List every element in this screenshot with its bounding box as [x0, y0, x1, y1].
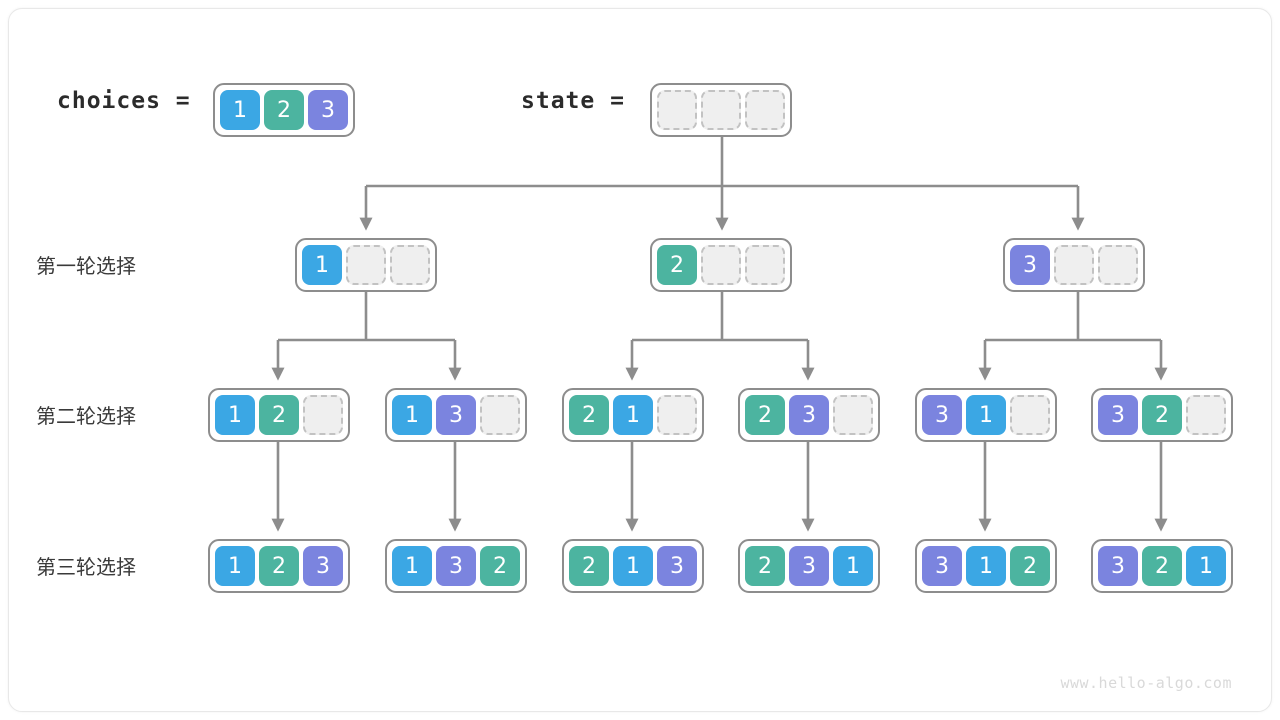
- round2-node4-cell-3: [833, 395, 873, 435]
- round2-node3-cell-1: 2: [569, 395, 609, 435]
- row-label-round-3: 第三轮选择: [36, 555, 136, 579]
- round3-node1-cell-1: 1: [215, 546, 255, 586]
- round3-node6-cell-2: 2: [1142, 546, 1182, 586]
- round3-node5-cell-1: 3: [922, 546, 962, 586]
- choices-cell-1: 1: [220, 90, 260, 130]
- round2-node6-cell-2: 2: [1142, 395, 1182, 435]
- choices-cell-2: 2: [264, 90, 304, 130]
- round3-node2-cell-1: 1: [392, 546, 432, 586]
- round2-node1-cell-1: 1: [215, 395, 255, 435]
- round3-node4-cell-3: 1: [833, 546, 873, 586]
- state-cell-3: [745, 90, 785, 130]
- round2-node6-cell-3: [1186, 395, 1226, 435]
- round2-node2-cell-3: [480, 395, 520, 435]
- round3-node1-cell-2: 2: [259, 546, 299, 586]
- round2-node3-cell-3: [657, 395, 697, 435]
- round1-node-1: 1: [295, 238, 437, 292]
- round3-node6-cell-3: 1: [1186, 546, 1226, 586]
- diagram-card: [8, 8, 1272, 712]
- round1-node1-cell-3: [390, 245, 430, 285]
- choices-cell-3: 3: [308, 90, 348, 130]
- row-label-round-1: 第一轮选择: [36, 254, 136, 278]
- round2-node2-cell-1: 1: [392, 395, 432, 435]
- state-array: [650, 83, 792, 137]
- round3-node5-cell-3: 2: [1010, 546, 1050, 586]
- round2-node1-cell-2: 2: [259, 395, 299, 435]
- round3-node4-cell-2: 3: [789, 546, 829, 586]
- round1-node2-cell-1: 2: [657, 245, 697, 285]
- round1-node1-cell-2: [346, 245, 386, 285]
- round3-node3-cell-1: 2: [569, 546, 609, 586]
- round2-node3-cell-2: 1: [613, 395, 653, 435]
- round3-node3-cell-2: 1: [613, 546, 653, 586]
- round1-node3-cell-3: [1098, 245, 1138, 285]
- round2-node5-cell-3: [1010, 395, 1050, 435]
- row-label-round-2: 第二轮选择: [36, 404, 136, 428]
- round3-node1-cell-3: 3: [303, 546, 343, 586]
- round1-node2-cell-2: [701, 245, 741, 285]
- round2-node5-cell-2: 1: [966, 395, 1006, 435]
- state-label: state =: [521, 88, 625, 114]
- round1-node3-cell-1: 3: [1010, 245, 1050, 285]
- round3-node5-cell-2: 1: [966, 546, 1006, 586]
- watermark: www.hello-algo.com: [1060, 674, 1232, 692]
- round2-node4-cell-1: 2: [745, 395, 785, 435]
- state-cell-2: [701, 90, 741, 130]
- choices-label: choices =: [57, 88, 191, 114]
- round1-node-3: 3: [1003, 238, 1145, 292]
- round3-node6-cell-1: 3: [1098, 546, 1138, 586]
- state-cell-1: [657, 90, 697, 130]
- round2-node4-cell-2: 3: [789, 395, 829, 435]
- round2-node1-cell-3: [303, 395, 343, 435]
- round2-node2-cell-2: 3: [436, 395, 476, 435]
- round2-node6-cell-1: 3: [1098, 395, 1138, 435]
- round1-node2-cell-3: [745, 245, 785, 285]
- round1-node3-cell-2: [1054, 245, 1094, 285]
- round2-node5-cell-1: 3: [922, 395, 962, 435]
- round1-node1-cell-1: 1: [302, 245, 342, 285]
- round3-node3-cell-3: 3: [657, 546, 697, 586]
- round3-node2-cell-2: 3: [436, 546, 476, 586]
- round3-node2-cell-3: 2: [480, 546, 520, 586]
- round3-node4-cell-1: 2: [745, 546, 785, 586]
- round1-node-2: 2: [650, 238, 792, 292]
